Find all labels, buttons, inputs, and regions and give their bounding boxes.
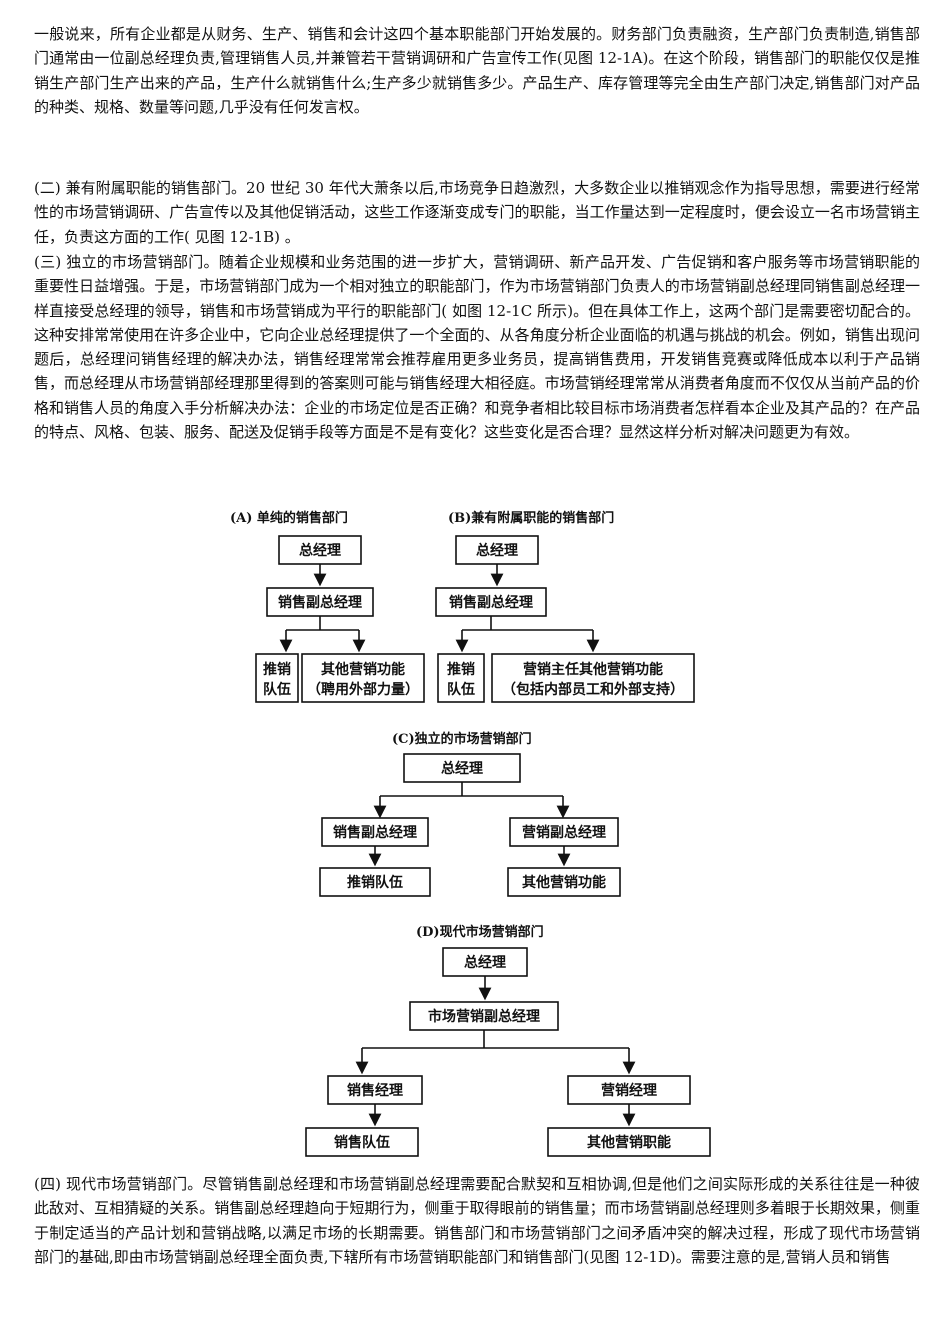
diagram-c-sales-vp-label: 销售副总经理 — [333, 824, 417, 841]
diagram-d: (D)现代市场营销部门 总经理 市场营销副总经理 销售经理 营销经理 销售队伍 … — [305, 924, 711, 1157]
diagram-a-caption: (A) 单纯的销售部门 — [230, 510, 348, 526]
diagram-b-gm-box — [455, 535, 539, 565]
diagram-b-marketing-label-2: （包括内部员工和外部支持） — [502, 681, 684, 698]
diagram-c-gm-label: 总经理 — [441, 760, 483, 777]
paragraph-section-2: (二) 兼有附属职能的销售部门。20 世纪 30 年代大萧条以后,市场竞争日趋激… — [34, 179, 920, 246]
diagram-c-sales-vp-box — [321, 817, 429, 847]
diagram-a-sales-vp-label: 销售副总经理 — [278, 594, 362, 611]
diagram-c-salesforce-box — [319, 867, 431, 897]
diagram-c-marketing-vp-box — [509, 817, 619, 847]
diagram-d-sales-mgr-label: 销售经理 — [347, 1082, 403, 1099]
diagram-c-salesforce-label: 推销队伍 — [347, 874, 403, 891]
diagram-d-marketing-mgr-box — [567, 1075, 691, 1105]
diagram-d-other-label: 其他营销职能 — [587, 1134, 671, 1151]
org-chart-figure: (A) 单纯的销售部门 总经理 销售副总经理 推销 队伍 其他营销功能 （聘用外… — [230, 510, 711, 1157]
diagram-a-other-label-1: 其他营销功能 — [321, 661, 405, 678]
diagram-a-salesforce-box — [255, 653, 299, 703]
diagram-b-caption: (B)兼有附属职能的销售部门 — [448, 510, 614, 526]
paragraph-section-4: (四) 现代市场营销部门。尽管销售副总经理和市场营销副总经理需要配合默契和互相协… — [34, 1175, 920, 1266]
diagram-a-gm-label: 总经理 — [299, 542, 341, 559]
diagram-b: (B)兼有附属职能的销售部门 总经理 销售副总经理 推销 队伍 营销主任其他营销… — [435, 510, 695, 703]
diagram-d-caption: (D)现代市场营销部门 — [416, 924, 544, 940]
diagram-b-sales-vp-box — [435, 587, 547, 617]
diagram-d-sales-mgr-box — [327, 1075, 423, 1105]
diagram-d-gm-label: 总经理 — [464, 954, 506, 971]
diagram-a-salesforce-label-2: 队伍 — [263, 681, 291, 698]
diagram-d-gm-box — [442, 947, 528, 977]
diagram-d-salesforce-label: 销售队伍 — [334, 1134, 390, 1151]
diagram-d-marketing-vp-box — [409, 1001, 559, 1031]
diagram-d-salesforce-box — [305, 1127, 419, 1157]
diagram-a-other-box — [301, 653, 425, 703]
paragraph-section-3: (三) 独立的市场营销部门。随着企业规模和业务范围的进一步扩大，营销调研、新产品… — [34, 253, 920, 442]
diagram-c-gm-box — [403, 753, 521, 783]
diagram-b-salesforce-label-2: 队伍 — [447, 681, 475, 698]
diagram-a-other-label-2: （聘用外部力量） — [307, 681, 419, 698]
diagram-b-sales-vp-label: 销售副总经理 — [449, 594, 533, 611]
diagram-b-salesforce-box — [437, 653, 485, 703]
diagram-d-other-box — [547, 1127, 711, 1157]
diagram-b-marketing-label-1: 营销主任其他营销功能 — [523, 661, 663, 678]
diagram-d-marketing-mgr-label: 营销经理 — [601, 1082, 657, 1099]
diagram-b-gm-label: 总经理 — [476, 542, 518, 559]
diagram-c-caption: (C)独立的市场营销部门 — [392, 731, 532, 747]
diagram-a-sales-vp-box — [266, 587, 374, 617]
diagram-c: (C)独立的市场营销部门 总经理 销售副总经理 营销副总经理 推销队伍 其他营销… — [319, 731, 621, 897]
diagram-c-marketing-vp-label: 营销副总经理 — [522, 824, 606, 841]
diagram-c-other-box — [507, 867, 621, 897]
diagram-c-other-label: 其他营销功能 — [522, 874, 606, 891]
diagram-b-salesforce-label-1: 推销 — [447, 661, 475, 678]
paragraph-intro: 一般说来，所有企业都是从财务、生产、销售和会计这四个基本职能部门开始发展的。财务… — [34, 25, 920, 116]
diagram-a: (A) 单纯的销售部门 总经理 销售副总经理 推销 队伍 其他营销功能 （聘用外… — [230, 510, 425, 703]
diagram-d-marketing-vp-label: 市场营销副总经理 — [428, 1008, 540, 1025]
diagram-a-salesforce-label-1: 推销 — [263, 661, 291, 678]
diagram-b-marketing-box — [491, 653, 695, 703]
